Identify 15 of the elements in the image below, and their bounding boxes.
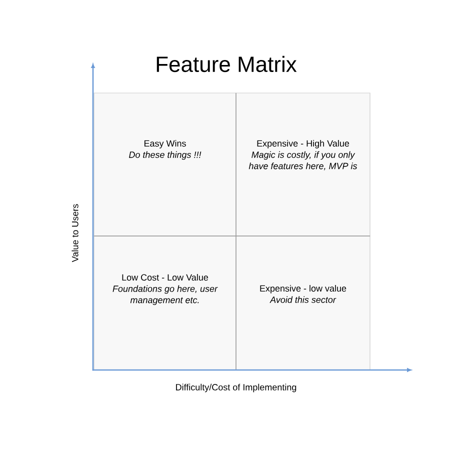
quadrant-box [94, 92, 236, 236]
quadrant-note: Do these things !!! [129, 151, 202, 160]
quadrant-box [236, 92, 370, 236]
quadrant-note: Foundations go here, user management etc. [112, 285, 218, 305]
quadrant-heading: Expensive - High Value [257, 140, 350, 148]
axis-label: Value to Users [72, 204, 78, 262]
quadrant-box [236, 236, 370, 370]
quadrant-box [94, 236, 236, 370]
quadrant-heading: Expensive - low value [260, 285, 346, 294]
quadrant-note: Avoid this sector [270, 296, 336, 303]
title: Feature Matrix [156, 56, 297, 72]
axis-label: Difficulty/Cost of Implementing [176, 384, 296, 392]
quadrant-heading: Low Cost - Low Value [122, 274, 208, 281]
quadrant-heading: Easy Wins [144, 140, 186, 148]
quadrant-note: Magic is costly, if you only have features here, MVP is [248, 151, 358, 170]
